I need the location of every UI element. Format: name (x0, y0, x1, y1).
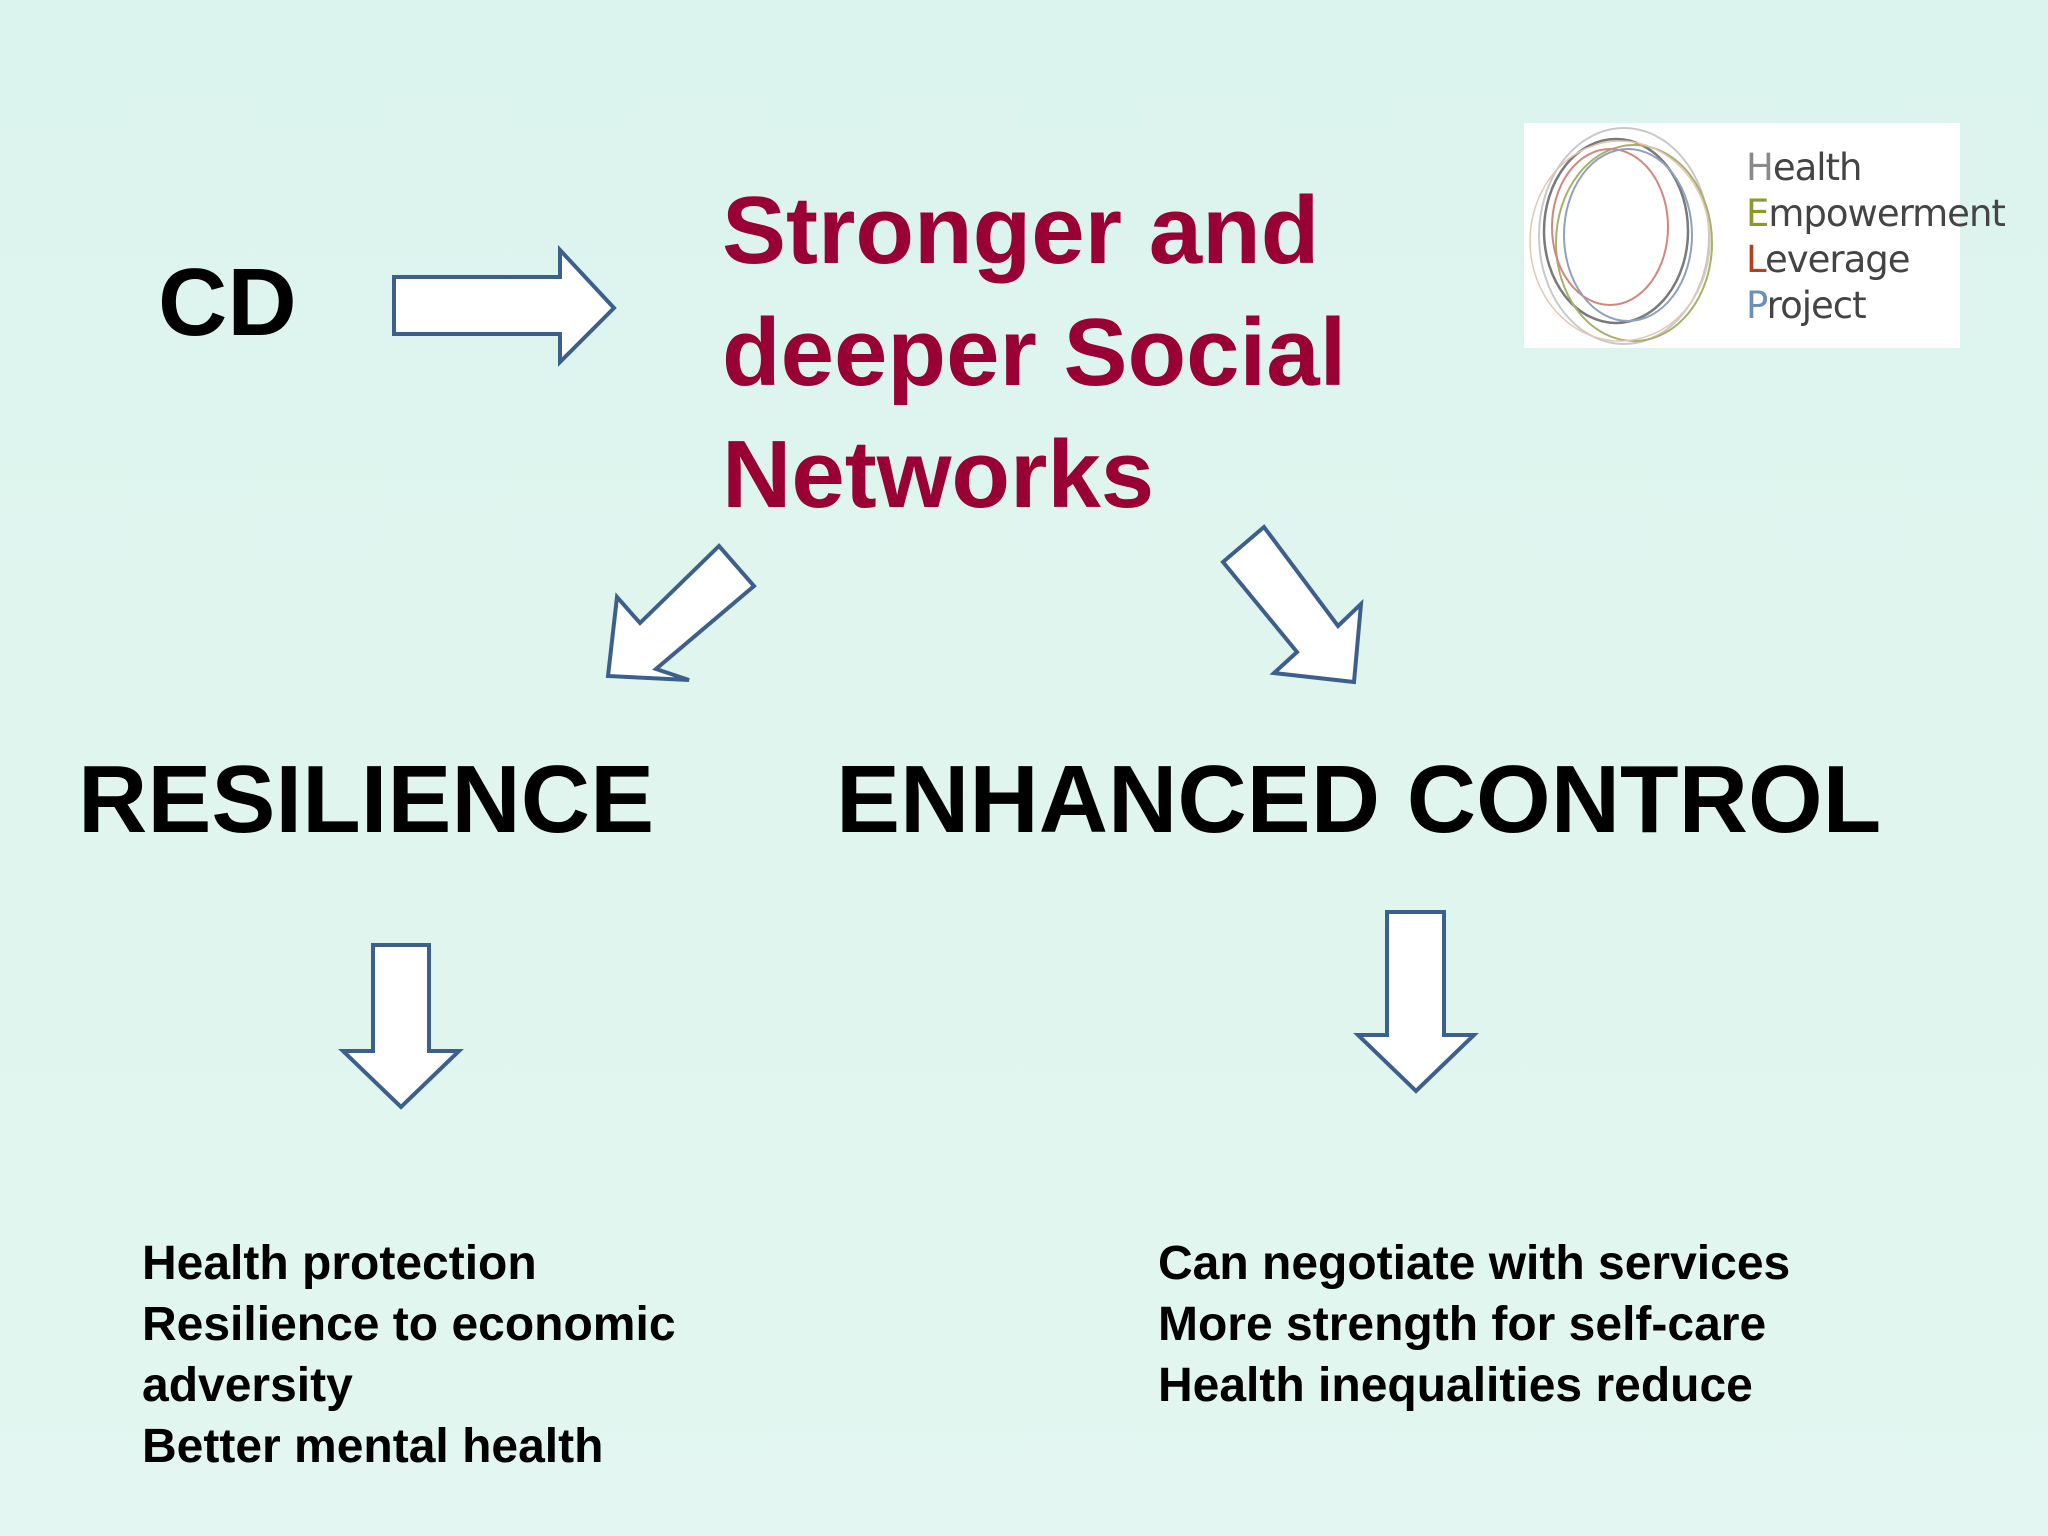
list-item: adversity (142, 1359, 353, 1412)
list-item: Can negotiate with services (1158, 1237, 1791, 1290)
center-node-line-1: Stronger and (722, 177, 1320, 284)
arrow-cd-to-networks (392, 244, 617, 367)
hel-project-logo: Health Empowerment Leverage Project (1524, 123, 2006, 348)
logo-rings-icon (1529, 127, 1713, 345)
logo-word-project: Project (1746, 284, 1867, 327)
control-outcomes-list: Can negotiate with services More strengt… (1158, 1233, 1790, 1416)
arrow-resilience-down (338, 943, 464, 1110)
list-item: Health protection (142, 1237, 537, 1290)
center-node-line-3: Networks (722, 421, 1155, 528)
list-item: Health inequalities reduce (1158, 1359, 1753, 1412)
center-node-title: Stronger and deeper Social Networks (722, 170, 1442, 536)
arrow-control-down (1353, 910, 1479, 1094)
logo-word-leverage: Leverage (1746, 238, 1911, 281)
arrow-networks-to-resilience (605, 543, 757, 682)
logo-wordmark: Health Empowerment Leverage Project (1746, 145, 2006, 329)
resilience-outcomes-list: Health protection Resilience to economic… (142, 1233, 676, 1477)
arrow-networks-to-control (1220, 524, 1364, 685)
logo-word-health: Health (1746, 146, 1863, 189)
list-item: Better mental health (142, 1420, 604, 1473)
logo-word-empowerment: Empowerment (1746, 192, 2006, 235)
list-item: Resilience to economic (142, 1298, 676, 1351)
branch-control-label: ENHANCED CONTROL (836, 746, 1882, 853)
source-node-cd: CD (158, 249, 297, 356)
list-item: More strength for self-care (1158, 1298, 1767, 1351)
center-node-line-2: deeper Social (722, 299, 1347, 406)
branch-resilience-label: RESILIENCE (78, 746, 655, 853)
